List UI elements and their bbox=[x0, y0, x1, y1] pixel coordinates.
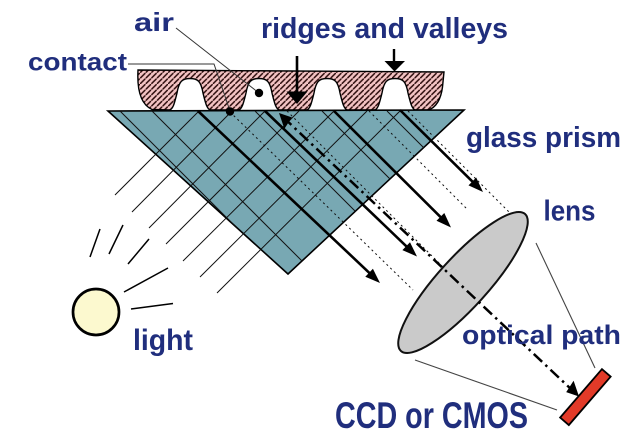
svg-text:glass prism: glass prism bbox=[466, 122, 621, 154]
svg-text:contact: contact bbox=[28, 49, 128, 77]
svg-text:ridges and valleys: ridges and valleys bbox=[261, 13, 508, 45]
svg-text:light: light bbox=[133, 324, 193, 357]
svg-text:CCD or CMOS: CCD or CMOS bbox=[335, 395, 528, 436]
svg-text:air: air bbox=[134, 7, 174, 37]
svg-text:optical path: optical path bbox=[462, 320, 621, 350]
svg-text:lens: lens bbox=[544, 196, 596, 228]
